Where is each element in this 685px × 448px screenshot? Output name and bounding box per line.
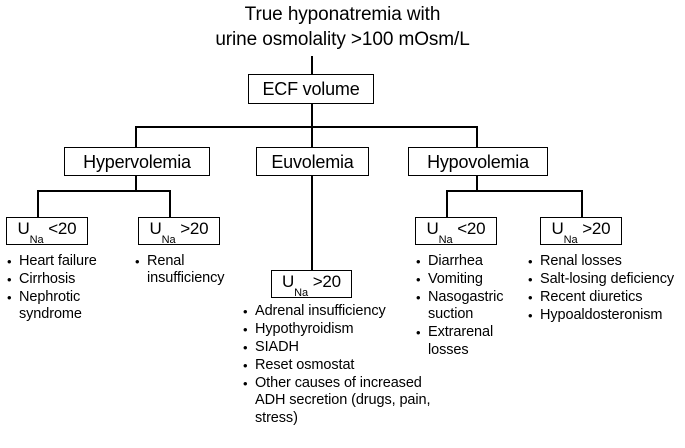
node-hypervolemia-label: Hypervolemia: [83, 151, 191, 172]
list-item: Heart failure: [6, 252, 124, 270]
node-hypo-una-gt20-comparator: >20: [582, 219, 611, 239]
node-hypo-una-gt20[interactable]: UNa >20: [540, 217, 622, 245]
connector-drop-hypervolemia: [135, 126, 137, 148]
connector-hypervolemia-distributor: [37, 190, 171, 192]
node-hypo-una-lt20-symbol: U: [426, 219, 439, 239]
list-item: Nephrotic syndrome: [6, 289, 124, 324]
node-hypervolemia[interactable]: Hypervolemia: [64, 147, 210, 176]
node-eu-una-gt20-subscript: Na: [294, 286, 309, 299]
list-item: Renal insufficiency: [134, 253, 234, 288]
connector-euvolemia-stem: [311, 176, 313, 271]
node-hypo-una-lt20-comparator: <20: [457, 219, 486, 239]
list-hyper-una-gt20: Renal insufficiency: [134, 253, 234, 288]
node-hyper-una-gt20[interactable]: UNa >20: [138, 217, 220, 245]
node-hyper-una-lt20-subscript: Na: [29, 233, 44, 246]
node-hypovolemia-label: Hypovolemia: [427, 151, 529, 172]
diagram-title-line-2: urine osmolality >100 mOsm/L: [215, 29, 470, 50]
connector-root-distributor: [135, 126, 478, 128]
node-eu-una-gt20[interactable]: UNa >20: [271, 270, 352, 298]
node-hyper-una-gt20-comparator: >20: [180, 219, 209, 239]
list-item: Recent diuretics: [527, 288, 685, 306]
list-item: Diarrhea: [415, 252, 525, 270]
connector-hypovolemia-stem: [476, 176, 478, 191]
node-hypo-una-lt20[interactable]: UNa <20: [415, 217, 497, 245]
connector-drop-hypovolemia: [476, 126, 478, 148]
list-hyper-una-lt20: Heart failure Cirrhosis Nephrotic syndro…: [6, 252, 124, 324]
list-hypo-una-gt20: Renal losses Salt-losing deficiency Rece…: [527, 252, 685, 325]
node-hyper-una-lt20-comparator: <20: [48, 219, 77, 239]
list-item: Nasogastric suction: [415, 289, 525, 324]
list-item: Vomiting: [415, 270, 525, 288]
list-item: Hypothyroidism: [242, 320, 442, 338]
list-item: Hypoaldosteronism: [527, 306, 685, 324]
node-hypo-una-lt20-subscript: Na: [438, 233, 453, 246]
connector-hypervolemia-stem: [135, 176, 137, 191]
connector-title-to-root: [311, 56, 313, 75]
node-hyper-una-lt20[interactable]: UNa <20: [6, 217, 88, 245]
connector-drop-hypo-una-lt20: [446, 190, 448, 218]
node-eu-una-gt20-comparator: >20: [312, 272, 341, 292]
diagram-title-line-1: True hyponatremia with: [244, 4, 441, 25]
list-eu-una-gt20: Adrenal insufficiency Hypothyroidism SIA…: [242, 302, 442, 428]
node-hyper-una-gt20-symbol: U: [149, 219, 162, 239]
connector-drop-hypo-una-gt20: [581, 190, 583, 218]
list-hypo-una-lt20: Diarrhea Vomiting Nasogastric suction Ex…: [415, 252, 525, 360]
connector-drop-euvolemia: [311, 126, 313, 148]
node-hyper-una-lt20-symbol: U: [17, 219, 30, 239]
list-item: SIADH: [242, 338, 442, 356]
list-item: Extrarenal losses: [415, 324, 525, 359]
node-hypo-una-gt20-subscript: Na: [563, 233, 578, 246]
node-hyper-una-gt20-subscript: Na: [161, 233, 176, 246]
list-item: Renal losses: [527, 252, 685, 270]
connector-drop-hyper-una-gt20: [169, 190, 171, 218]
list-item: Adrenal insufficiency: [242, 302, 442, 320]
node-euvolemia-label: Euvolemia: [271, 151, 354, 172]
list-item: Cirrhosis: [6, 270, 124, 288]
diagram-title: True hyponatremia with urine osmolality …: [0, 2, 685, 52]
list-item: Reset osmostat: [242, 356, 442, 374]
node-euvolemia[interactable]: Euvolemia: [256, 147, 369, 176]
node-eu-una-gt20-symbol: U: [282, 272, 295, 292]
connector-hypovolemia-distributor: [446, 190, 583, 192]
node-ecf-volume[interactable]: ECF volume: [248, 74, 374, 104]
connector-root-stem: [311, 104, 313, 127]
node-hypovolemia[interactable]: Hypovolemia: [408, 147, 548, 176]
list-item: Other causes of increased ADH secretion …: [242, 374, 442, 427]
node-hypo-una-gt20-symbol: U: [551, 219, 564, 239]
list-item: Salt-losing deficiency: [527, 270, 685, 288]
node-ecf-volume-label: ECF volume: [262, 79, 360, 99]
connector-drop-hyper-una-lt20: [37, 190, 39, 218]
